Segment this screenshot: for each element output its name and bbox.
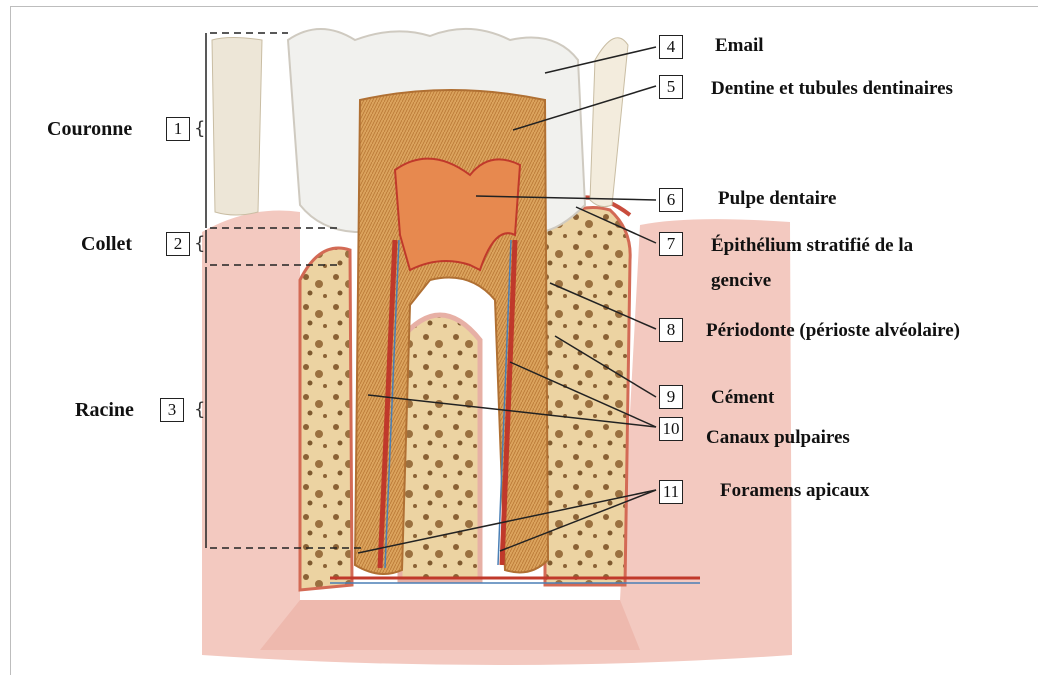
marker-5: 5 (659, 75, 683, 99)
marker-7: 7 (659, 232, 683, 256)
marker-11: 11 (659, 480, 683, 504)
label-epithelium-line2: gencive (711, 270, 771, 292)
inter-root-bone (400, 315, 480, 580)
marker-8: 8 (659, 318, 683, 342)
label-cementum: Cément (711, 387, 774, 409)
label-pulp: Pulpe dentaire (718, 188, 836, 210)
marker-4: 4 (659, 35, 683, 59)
alveolar-bone-left (300, 248, 352, 590)
label-enamel: Email (715, 35, 764, 57)
adjacent-tooth-right (590, 38, 628, 207)
label-pulp-canals: Canaux pulpaires (706, 427, 850, 449)
marker-1: 1 (166, 117, 190, 141)
label-dentine: Dentine et tubules dentinaires (711, 78, 953, 100)
label-apical-foramina: Foramens apicaux (720, 480, 869, 502)
marker-2: 2 (166, 232, 190, 256)
label-neck: Collet (81, 233, 132, 256)
label-crown: Couronne (47, 118, 132, 141)
brace-root: { (194, 399, 205, 420)
label-periodontium: Périodonte (périoste alvéolaire) (706, 320, 960, 342)
gum-base (260, 600, 640, 650)
label-epithelium: Épithélium stratifié de la (711, 235, 913, 257)
brace-neck: { (194, 233, 205, 254)
marker-10: 10 (659, 417, 683, 441)
marker-3: 3 (160, 398, 184, 422)
label-root: Racine (75, 399, 134, 422)
marker-6: 6 (659, 188, 683, 212)
adjacent-tooth-left (212, 38, 262, 216)
brace-crown: { (194, 118, 205, 139)
marker-9: 9 (659, 385, 683, 409)
